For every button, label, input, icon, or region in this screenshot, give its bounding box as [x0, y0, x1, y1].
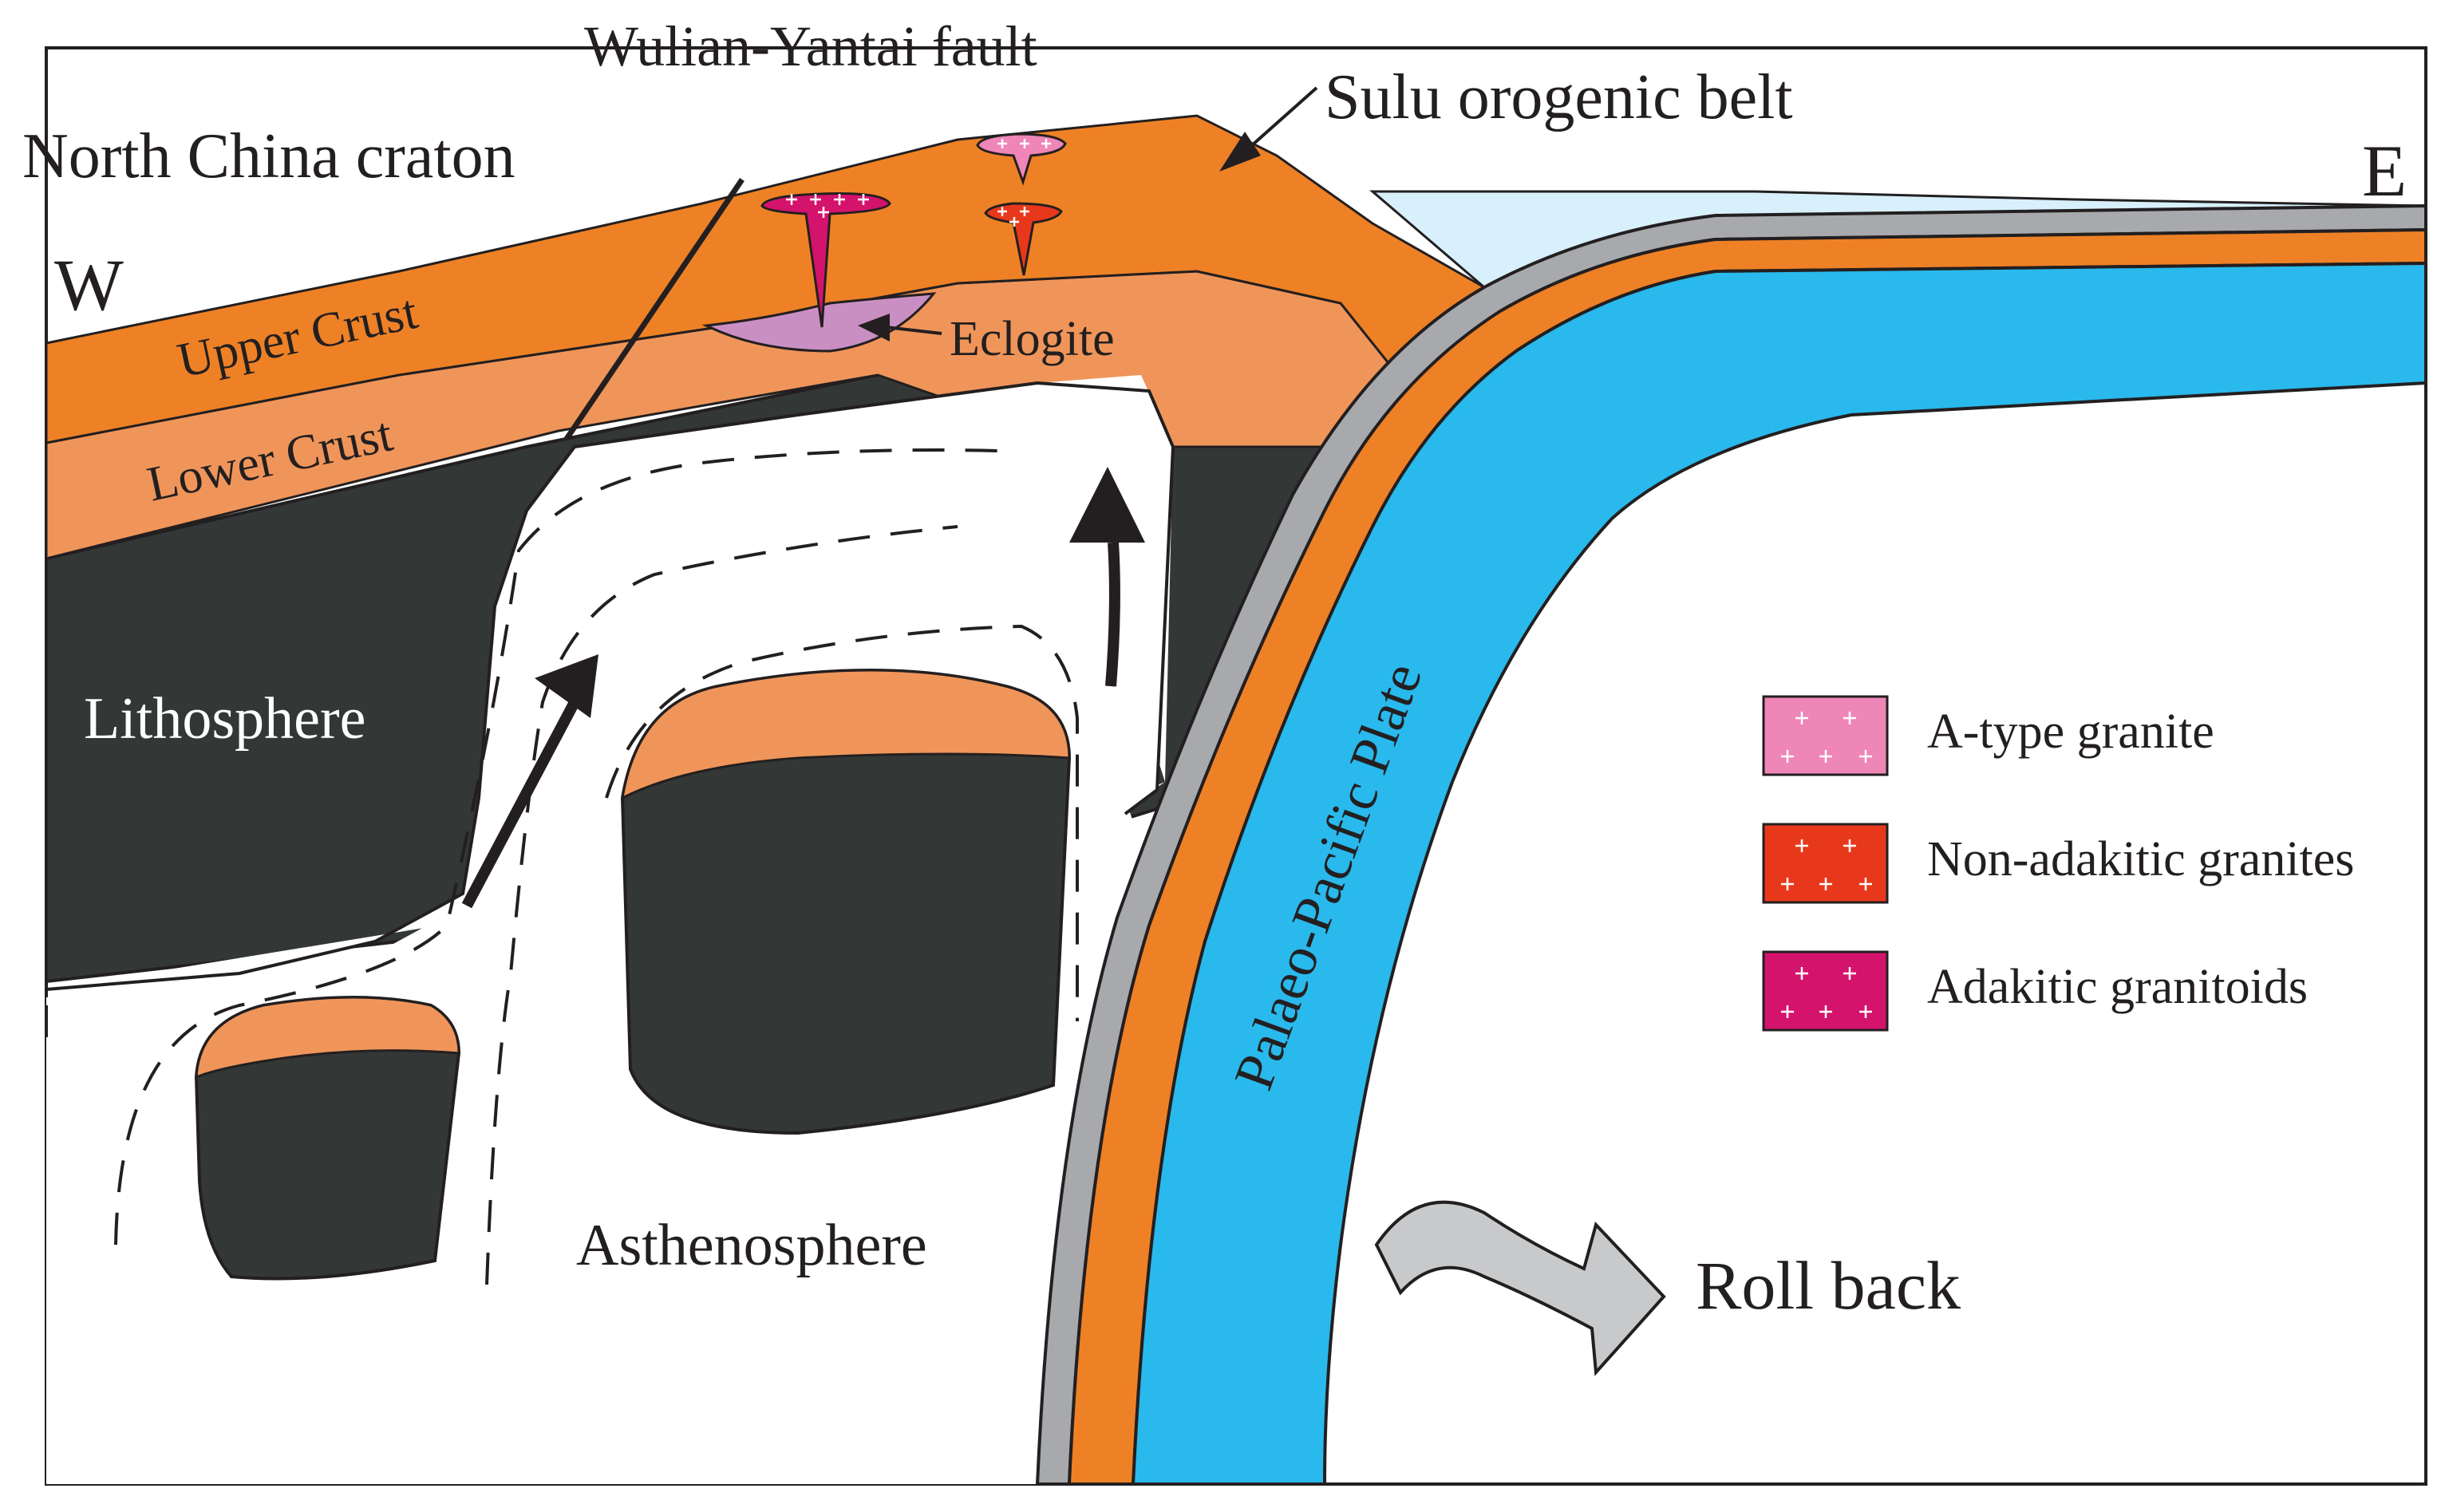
roll-back-label: Roll back — [1696, 1247, 1961, 1324]
roll-back-arrow — [1374, 1200, 1666, 1376]
legend-item-adakitic: Adakitic granitoids — [1762, 950, 2308, 1032]
non-adakitic-granite-intrusion — [984, 202, 1063, 276]
upwelling-arrow-left — [461, 654, 598, 909]
slab-oceanic-layer — [1131, 261, 2426, 1484]
legend: A-type granite Non-adakitic granites Ada… — [1762, 695, 2354, 1032]
legend-label-non-adakitic: Non-adakitic granites — [1927, 832, 2354, 886]
legend-swatch-non-adakitic — [1762, 823, 1889, 904]
east-label: E — [2362, 130, 2407, 211]
eclogite-label: Eclogite — [950, 312, 1115, 366]
eclogite-lens — [701, 292, 937, 353]
asthenosphere-label: Asthenosphere — [576, 1213, 927, 1278]
fault-label: Wulian-Yantai fault — [584, 14, 1037, 78]
upwelling-arrow-right — [1069, 467, 1145, 687]
lithosphere-label: Lithosphere — [84, 686, 365, 752]
adakitic-granitoid-intrusion — [760, 192, 891, 328]
legend-swatch-a-type — [1762, 695, 1889, 776]
legend-item-a-type: A-type granite — [1762, 695, 2214, 776]
delaminated-block-small — [194, 996, 461, 1281]
mantle-flow-lines — [114, 448, 1079, 1285]
fault-line — [564, 178, 745, 440]
west-label: W — [54, 244, 124, 326]
delaminated-block-large — [620, 669, 1072, 1135]
eclogite-leader-arrow — [858, 314, 942, 341]
a-type-granite-intrusion — [976, 132, 1067, 186]
intrusion-crosses — [786, 139, 1051, 227]
orogen-label: Sulu orogenic belt — [1325, 62, 1793, 132]
legend-item-non-adakitic: Non-adakitic granites — [1762, 823, 2354, 904]
sulu-leader-arrow — [1219, 86, 1318, 172]
legend-swatch-adakitic — [1762, 950, 1889, 1032]
legend-label-adakitic: Adakitic granitoids — [1927, 960, 2308, 1014]
craton-label: North China craton — [22, 121, 515, 191]
legend-label-a-type: A-type granite — [1927, 705, 2214, 759]
upwelling-fill — [46, 391, 1165, 1005]
